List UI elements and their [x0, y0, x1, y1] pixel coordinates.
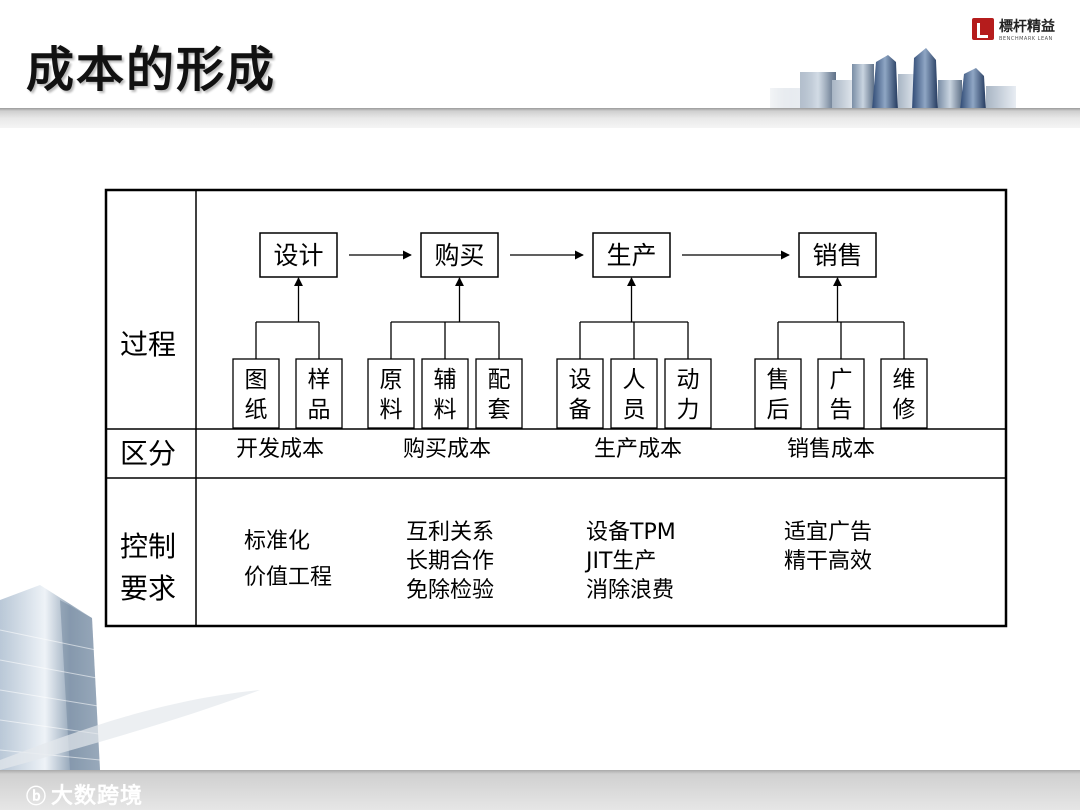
stage-label: 销售 — [812, 241, 862, 270]
input-label-top: 原 — [380, 367, 403, 393]
logo-name: 標杆精益 — [999, 19, 1055, 35]
requirement-item: 长期合作 — [406, 549, 494, 574]
input-box — [880, 358, 928, 429]
input-box — [664, 358, 712, 429]
input-box — [232, 358, 280, 429]
row-label-control-line1: 控制 — [120, 530, 176, 563]
input-label-bottom: 告 — [830, 397, 853, 423]
watermark-logo-icon: ⓑ — [26, 784, 47, 808]
input-label-bottom: 纸 — [245, 397, 268, 423]
top-skyline — [760, 48, 1016, 110]
input-label-bottom: 员 — [623, 397, 646, 423]
requirement-item: 标准化 — [244, 529, 310, 554]
brand-logo: 標杆精益 BENCHMARK LEAN — [972, 16, 1068, 48]
requirement-item: 适宜广告 — [784, 520, 872, 545]
input-label-bottom: 后 — [767, 397, 790, 423]
input-box — [817, 358, 865, 429]
stage-box — [420, 232, 499, 278]
input-label-top: 配 — [488, 367, 511, 393]
input-label-bottom: 套 — [488, 397, 511, 423]
row-label-control-line2: 要求 — [120, 572, 176, 605]
requirement-item: 精干高效 — [784, 549, 872, 574]
input-label-bottom: 力 — [677, 397, 700, 423]
requirement-item: JIT生产 — [584, 549, 656, 574]
input-label-bottom: 料 — [380, 397, 403, 423]
input-label-bottom: 修 — [893, 397, 916, 423]
input-label-top: 样 — [308, 367, 331, 393]
logo-mark-icon — [972, 18, 994, 40]
input-label-top: 人 — [623, 367, 646, 393]
input-label-top: 图 — [245, 367, 268, 393]
category-label: 生产成本 — [594, 437, 682, 462]
category-label: 购买成本 — [403, 437, 491, 462]
input-box — [295, 358, 343, 429]
input-label-top: 广 — [830, 367, 853, 393]
input-label-top: 动 — [677, 367, 700, 393]
input-box — [367, 358, 415, 429]
bottom-left-tower — [0, 580, 260, 770]
input-box — [610, 358, 658, 429]
stage-label: 生产 — [606, 241, 656, 270]
watermark-text: 大数跨境 — [51, 784, 144, 809]
input-label-bottom: 备 — [569, 397, 592, 423]
input-label-top: 辅 — [434, 367, 457, 393]
row-label-process: 过程 — [120, 328, 176, 361]
requirement-item: 价值工程 — [244, 565, 332, 590]
input-label-bottom: 品 — [308, 397, 331, 423]
stage-box — [259, 232, 338, 278]
requirement-item: 消除浪费 — [586, 578, 674, 603]
footer-band — [0, 770, 1080, 810]
category-label: 销售成本 — [787, 437, 875, 462]
row-label-category: 区分 — [120, 437, 176, 470]
requirement-item: 设备TPM — [586, 520, 676, 545]
requirement-item: 免除检验 — [406, 578, 494, 603]
header-divider-band — [0, 108, 1080, 128]
input-box — [556, 358, 604, 429]
input-box — [475, 358, 523, 429]
input-label-bottom: 料 — [434, 397, 457, 423]
logo-subtitle: BENCHMARK LEAN — [999, 36, 1053, 42]
stage-box — [592, 232, 671, 278]
requirement-item: 互利关系 — [406, 520, 494, 545]
stages-layer: 设计图纸样品开发成本标准化价值工程购买原料辅料配套购买成本互利关系长期合作免除检… — [232, 232, 928, 603]
input-label-top: 设 — [569, 367, 592, 393]
category-label: 开发成本 — [236, 437, 324, 462]
slide-title: 成本的形成 — [26, 42, 277, 98]
input-box — [754, 358, 802, 429]
input-label-top: 售 — [767, 367, 790, 393]
stage-label: 设计 — [273, 241, 323, 270]
input-label-top: 维 — [893, 367, 916, 393]
input-box — [421, 358, 469, 429]
stage-box — [798, 232, 877, 278]
stage-label: 购买 — [434, 241, 484, 270]
